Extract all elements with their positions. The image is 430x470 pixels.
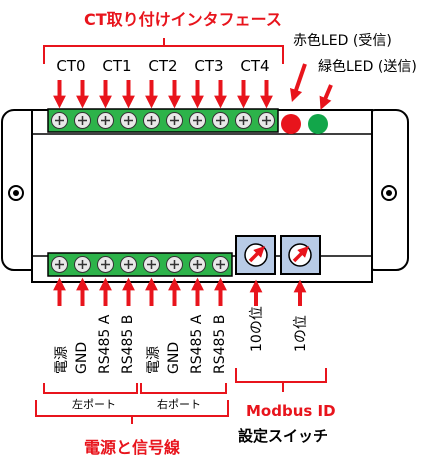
ct-terminal-0 <box>51 112 68 129</box>
modbus-switch-10[interactable] <box>235 235 276 275</box>
green-led-arrow <box>319 84 333 110</box>
left-mounting-hole <box>8 185 24 201</box>
modbus-title-line2: 設定スイッチ <box>238 427 329 445</box>
left-port-label: 左ポート <box>72 398 116 411</box>
red-led-arrow <box>290 63 307 103</box>
pin-label-5: GND <box>166 341 182 374</box>
green-led-label: 緑色LED (送信) <box>318 59 417 75</box>
power-terminal-5 <box>166 256 183 273</box>
pin-label-3: RS485 B <box>120 314 136 374</box>
switch-1-label: 1の位 <box>293 315 309 352</box>
ct-terminal-4 <box>143 112 160 129</box>
right-port-label: 右ポート <box>157 398 201 411</box>
right-port-bracket <box>140 383 227 394</box>
pin-label-4: 電源 <box>146 346 162 374</box>
ct-arrows <box>53 80 273 109</box>
ct-terminal-2 <box>97 112 114 129</box>
power-terminal-3 <box>120 256 137 273</box>
red-led <box>281 114 301 134</box>
modbus-switch-1[interactable] <box>280 235 321 275</box>
ct-terminal-3 <box>120 112 137 129</box>
ct-terminal-7 <box>212 112 229 129</box>
power-signal-terminal-block <box>47 252 233 277</box>
pin-label-1: GND <box>74 341 90 374</box>
power-terminal-0 <box>51 256 68 273</box>
ct-terminal-block <box>47 108 279 133</box>
ct-terminal-5 <box>166 112 183 129</box>
green-led <box>308 114 328 134</box>
pin-label-0: 電源 <box>54 346 70 374</box>
ct-channel-label-4: CT4 <box>240 57 270 75</box>
power-terminal-1 <box>74 256 91 273</box>
right-mounting-hole <box>381 185 397 201</box>
left-port-bracket <box>43 383 138 394</box>
power-signal-title: 電源と信号線 <box>84 438 181 457</box>
ct-terminal-9 <box>258 112 275 129</box>
ct-channel-label-2: CT2 <box>148 57 178 75</box>
switch-10-label: 10の位 <box>249 306 265 352</box>
ct-channel-label-3: CT3 <box>194 57 224 75</box>
ct-terminal-6 <box>189 112 206 129</box>
modbus-title-line1: Modbus ID <box>246 402 336 420</box>
power-terminal-2 <box>97 256 114 273</box>
pin-label-7: RS485 B <box>212 314 228 374</box>
pin-label-6: RS485 A <box>189 314 205 374</box>
ct-channel-label-1: CT1 <box>102 57 132 75</box>
pin-label-2: RS485 A <box>97 314 113 374</box>
ct-channel-label-0: CT0 <box>56 57 86 75</box>
ct-interface-title: CT取り付けインタフェース <box>84 10 282 29</box>
modbus-bracket <box>235 368 327 383</box>
ct-terminal-1 <box>74 112 91 129</box>
ct-terminal-8 <box>235 112 252 129</box>
power-terminal-7 <box>212 256 229 273</box>
power-terminal-6 <box>189 256 206 273</box>
power-terminal-4 <box>143 256 160 273</box>
red-led-label: 赤色LED (受信) <box>293 33 392 49</box>
power-signal-arrows <box>53 277 227 306</box>
